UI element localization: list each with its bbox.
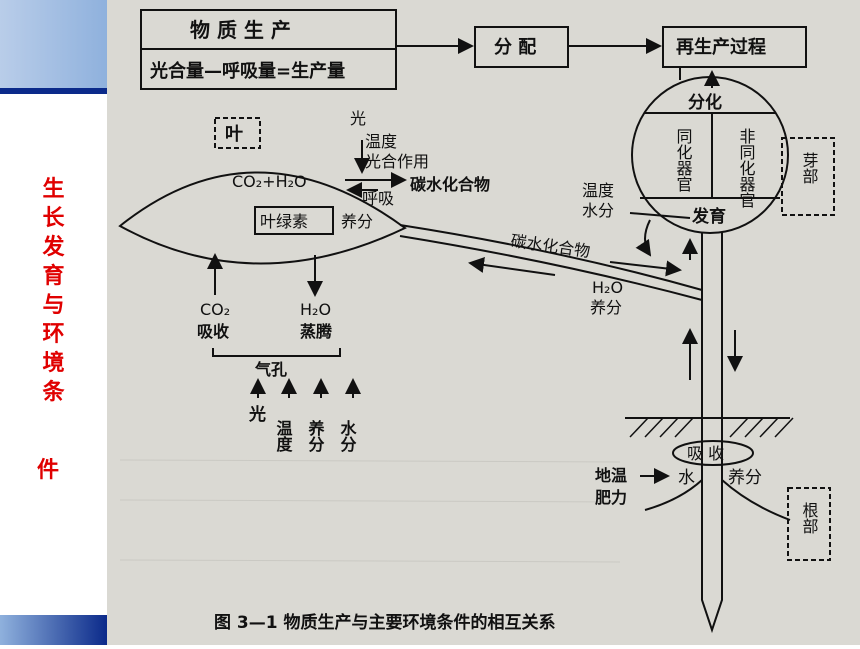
fertility-label: 肥力 bbox=[595, 488, 627, 507]
factor-nutrient: 养分 bbox=[306, 419, 326, 453]
h2o-arrow bbox=[468, 257, 556, 276]
sidebar-top-line bbox=[0, 88, 107, 94]
root-dashed-box bbox=[787, 487, 831, 561]
carbohydrate-stem-label: 碳水化合物 bbox=[509, 231, 591, 261]
stomata-label: 气孔 bbox=[254, 360, 287, 379]
non-homologous-organs-label: 非同化器官 bbox=[737, 128, 756, 208]
temp-water-link bbox=[629, 212, 691, 219]
water-node-label: 水分 bbox=[582, 201, 614, 220]
chlorophyll-label: 叶绿素 bbox=[260, 212, 308, 231]
leaf-dashed-box bbox=[214, 117, 261, 149]
nutrient-leaf-label: 养分 bbox=[341, 212, 373, 231]
reproduction-box bbox=[662, 26, 807, 68]
h2o-stem-label: H₂O bbox=[592, 278, 623, 297]
temperature-label: 温度 bbox=[365, 132, 397, 151]
stomata-bracket bbox=[212, 348, 341, 357]
differentiation-label: 分化 bbox=[688, 92, 722, 113]
carbohydrate-out-label: 碳水化合物 bbox=[410, 175, 490, 194]
title-char: 生 bbox=[42, 177, 65, 202]
photosynthesis-label: 光合作用 bbox=[365, 152, 429, 171]
absorb-label: 吸收 bbox=[197, 322, 229, 341]
water-root-label: 水 bbox=[678, 468, 695, 488]
title-char: 条 bbox=[42, 380, 65, 405]
ground-hatch bbox=[629, 417, 794, 438]
title-char: 与 bbox=[42, 293, 65, 318]
homologous-organs-label: 同化器官 bbox=[674, 128, 693, 192]
factor-water: 水分 bbox=[338, 419, 357, 453]
title-char: 育 bbox=[42, 264, 65, 289]
bud-dashed-box bbox=[781, 137, 835, 216]
absorption-label: 吸 收 bbox=[687, 444, 724, 463]
nutrient-root-label: 养分 bbox=[728, 468, 762, 488]
diagram-svg: 物 质 生 产 光合量—呼吸量=生产量 分 配 再生产过程 叶 光 温度 光合作… bbox=[118, 9, 835, 634]
stem-branch-upper bbox=[399, 224, 703, 291]
sidebar-top-bar bbox=[0, 0, 107, 88]
box-material-production: 物 质 生 产 bbox=[190, 18, 291, 42]
sidebar-bottom-bar bbox=[0, 615, 107, 645]
reaction-label: CO₂+H₂O bbox=[232, 172, 307, 191]
light-top-label: 光 bbox=[350, 109, 366, 128]
factor-light: 光 bbox=[248, 404, 266, 425]
box-distribution: 分 配 bbox=[494, 37, 536, 58]
equation-text: 光合量—呼吸量=生产量 bbox=[149, 60, 345, 82]
scanned-figure: 物 质 生 产 光合量—呼吸量=生产量 分 配 再生产过程 叶 光 温度 光合作… bbox=[107, 0, 860, 645]
title-char: 长 bbox=[42, 206, 65, 231]
co2-label: CO₂ bbox=[200, 300, 230, 319]
title-char: 发 bbox=[42, 235, 65, 260]
carbohydrate-arrow bbox=[609, 260, 682, 277]
leaf-label: 叶 bbox=[225, 124, 243, 145]
figure-caption: 图 3—1 物质生产与主要环境条件的相互关系 bbox=[214, 612, 556, 633]
transpiration-label: 蒸腾 bbox=[300, 322, 333, 341]
development-label: 发育 bbox=[691, 206, 726, 227]
plant-stem bbox=[701, 232, 723, 634]
absorb-ellipse bbox=[672, 440, 754, 466]
factor-temperature: 温度 bbox=[274, 420, 294, 453]
title-char: 境 bbox=[42, 351, 65, 376]
title-char: 环 bbox=[42, 322, 65, 347]
title-last-char: 件 bbox=[37, 458, 60, 483]
root-left bbox=[644, 479, 703, 511]
nutrient-stem-label: 养分 bbox=[590, 298, 622, 317]
scan-noise bbox=[119, 459, 621, 563]
left-sidebar: 生 长 发 育 与 环 境 条 件 bbox=[0, 0, 107, 645]
stem-branch-lower bbox=[399, 235, 703, 301]
h2o-label: H₂O bbox=[300, 300, 331, 319]
temp-node-label: 温度 bbox=[582, 181, 614, 200]
soil-temp-label: 地温 bbox=[595, 466, 627, 485]
respiration-label: 呼吸 bbox=[362, 189, 394, 208]
root-label: 根部 bbox=[800, 502, 819, 534]
sidebar-title: 生 长 发 育 与 环 境 条 bbox=[0, 175, 107, 407]
temp-water-curve bbox=[635, 219, 652, 257]
box-reproduction: 再生产过程 bbox=[676, 36, 766, 58]
chlorophyll-box bbox=[254, 206, 334, 235]
root-right bbox=[721, 479, 791, 521]
bud-label: 芽部 bbox=[800, 152, 819, 184]
